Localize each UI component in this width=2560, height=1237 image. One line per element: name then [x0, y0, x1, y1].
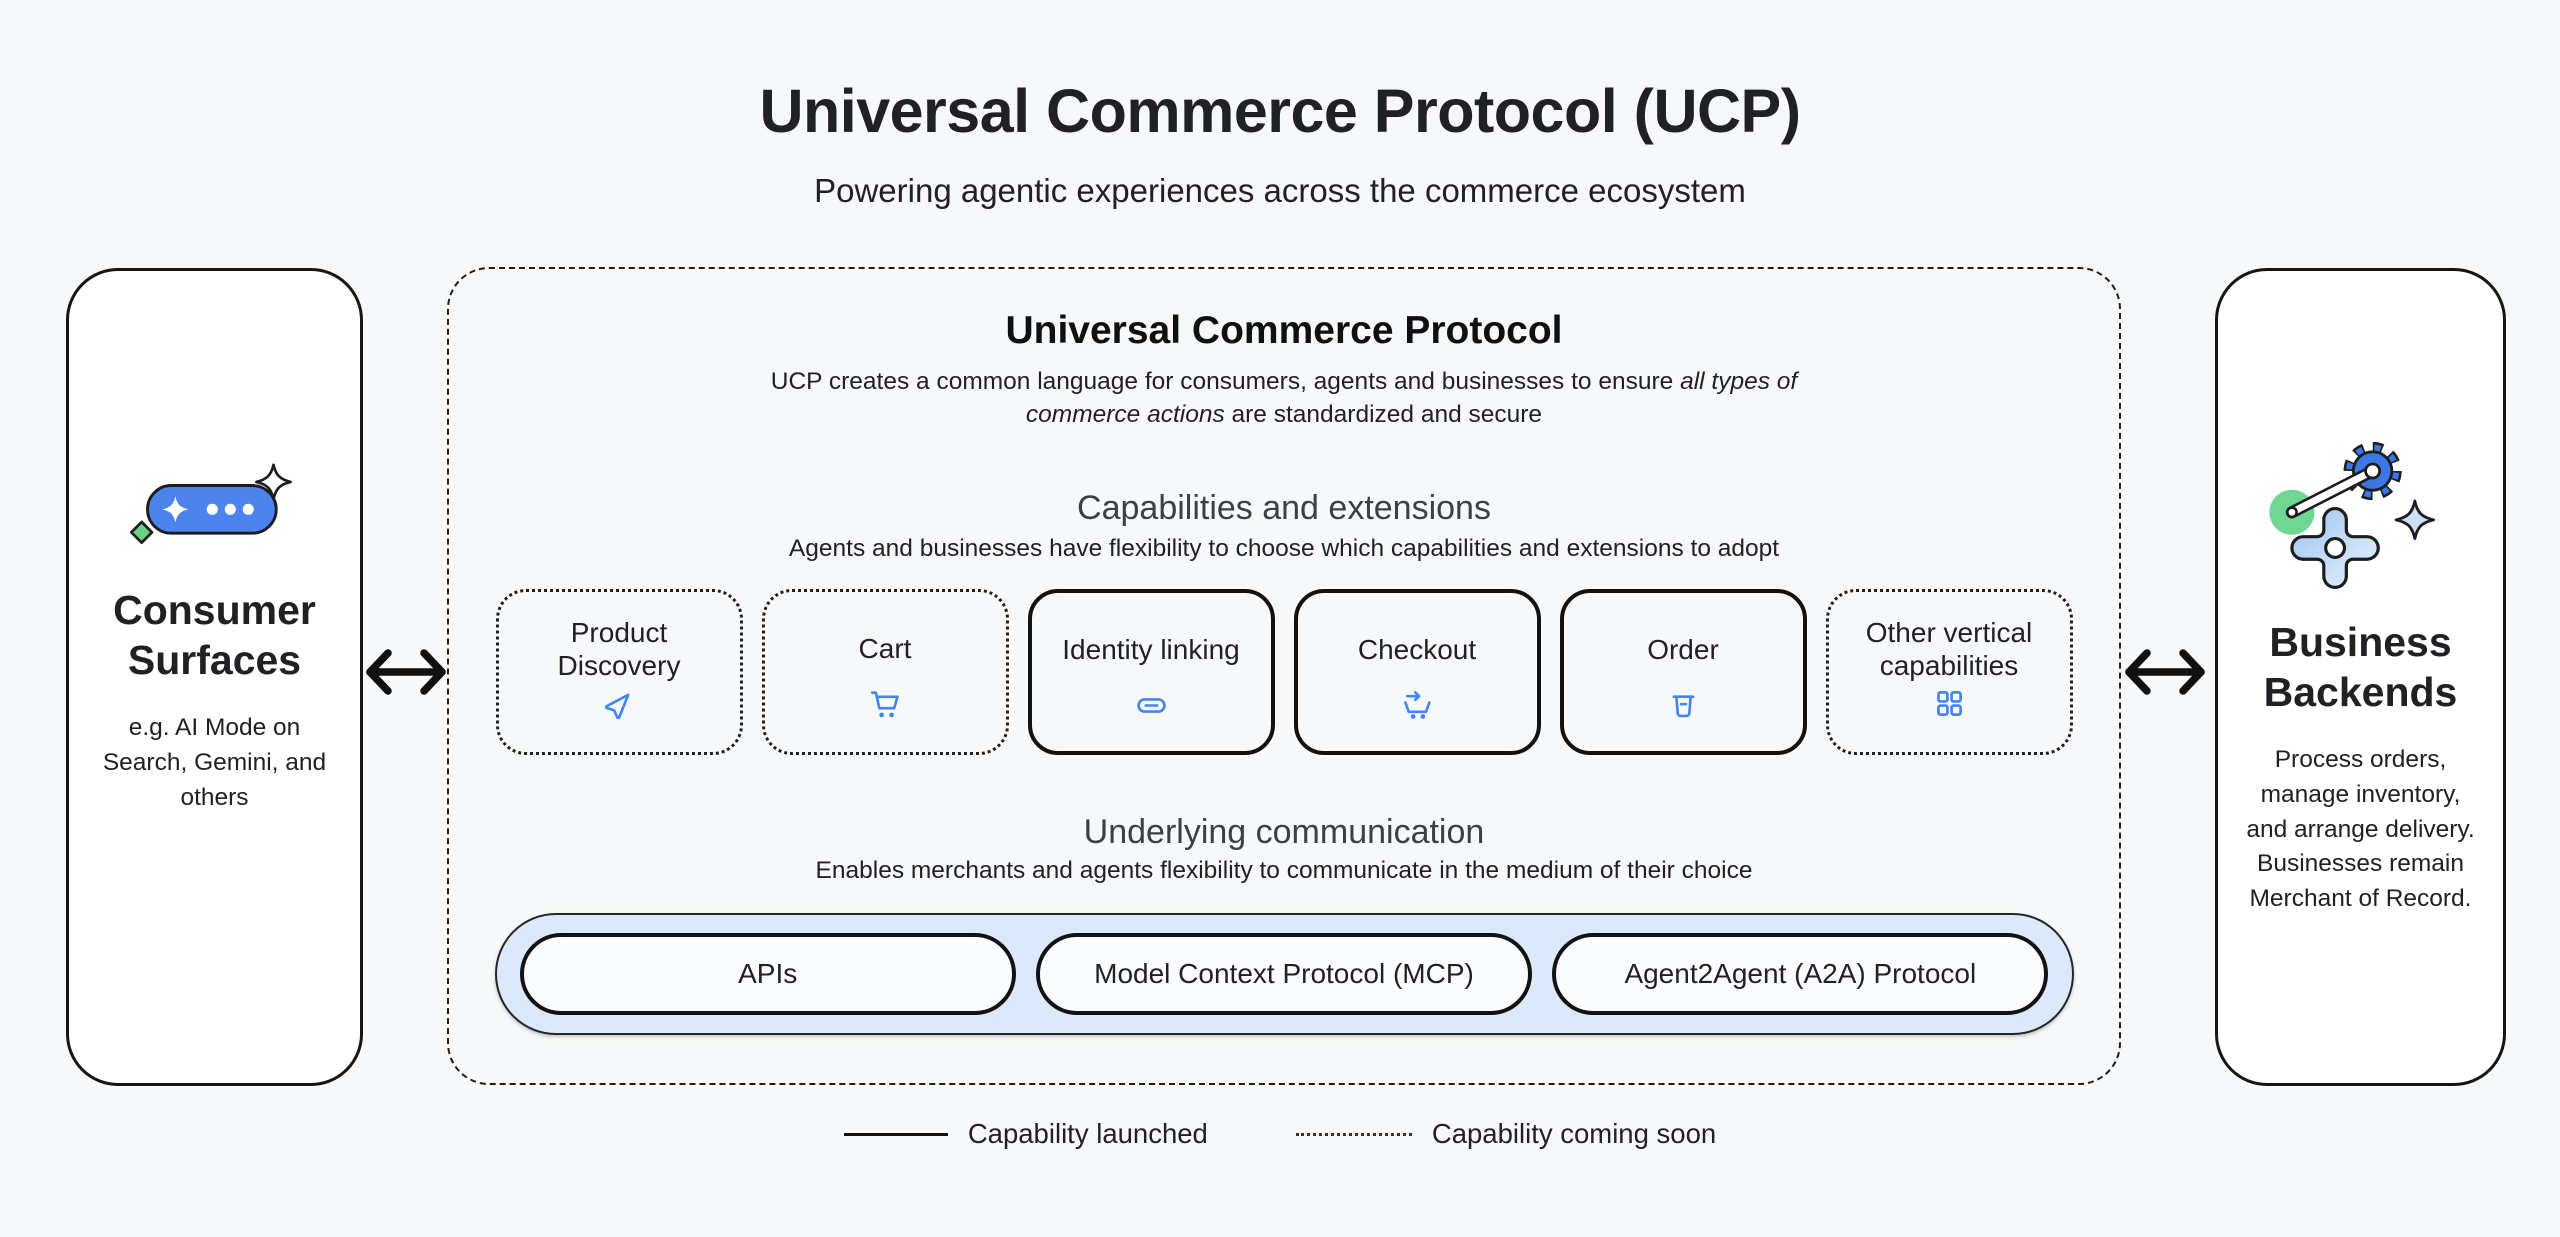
ucp-description-suffix: are standardized and secure	[1224, 401, 1543, 429]
capability-checkout: Checkout	[1293, 589, 1541, 755]
solid-line-key	[843, 1132, 948, 1136]
legend-launched-label: Capability launched	[967, 1118, 1208, 1149]
capability-label: Order	[1647, 634, 1719, 666]
legend-coming-soon-label: Capability coming soon	[1431, 1118, 1717, 1149]
ucp-box-description: UCP creates a common language for consum…	[754, 365, 1814, 432]
capability-label: Other vertical capabilities	[1865, 616, 2033, 681]
capability-cart: Cart	[761, 589, 1009, 755]
shopping-cart-icon	[870, 691, 899, 718]
capabilities-section-subtitle: Agents and businesses have flexibility t…	[788, 535, 1780, 562]
protocol-a2a: Agent2Agent (A2A) Protocol	[1552, 933, 2049, 1015]
capability-label: Product Discovery	[557, 616, 681, 681]
page-title: Universal Commerce Protocol (UCP)	[759, 77, 1801, 145]
consumer-surfaces-card: Consumer Surfaces e.g. AI Mode on Search…	[66, 268, 363, 1086]
capability-label: Cart	[858, 633, 912, 665]
capability-label: Identity linking	[1062, 634, 1240, 666]
capability-order: Order	[1559, 589, 1807, 755]
communication-section-title: Underlying communication	[1083, 813, 1485, 851]
capabilities-row: Product Discovery Cart Identity linking	[449, 589, 2119, 755]
ucp-description-prefix: UCP creates a common language for consum…	[770, 368, 1681, 395]
ucp-box-title: Universal Commerce Protocol	[1005, 309, 1563, 352]
double-arrow-icon	[366, 649, 446, 695]
ai-conversation-pill-icon	[129, 463, 292, 544]
dotted-line-key	[1295, 1132, 1412, 1136]
legend: Capability launched Capability coming so…	[0, 1118, 2560, 1150]
consumer-card-title: Consumer Surfaces	[113, 587, 316, 684]
send-icon	[604, 693, 629, 720]
consumer-card-description: e.g. AI Mode on Search, Gemini, and othe…	[102, 714, 327, 811]
business-card-title: Business Backends	[2263, 619, 2458, 716]
capability-product-discovery: Product Discovery	[495, 589, 743, 755]
legend-item-coming-soon: Capability coming soon	[1295, 1118, 1717, 1150]
ucp-description-italic: all types of commerce actions	[1025, 368, 1798, 429]
page-subtitle: Powering agentic experiences across the …	[814, 172, 1746, 209]
link-icon	[1136, 698, 1166, 713]
capability-identity-linking: Identity linking	[1027, 589, 1275, 755]
grid-icon	[1936, 691, 1962, 716]
double-arrow-icon	[2125, 649, 2205, 695]
cart-checkout-icon	[1403, 691, 1431, 719]
communication-section-subtitle: Enables merchants and agents flexibility…	[815, 857, 1753, 884]
gears-automation-icon	[2269, 441, 2436, 589]
ucp-protocol-box: Universal Commerce Protocol UCP creates …	[447, 267, 2121, 1085]
capability-other-vertical: Other vertical capabilities	[1825, 589, 2073, 755]
capabilities-section-title: Capabilities and extensions	[1077, 489, 1491, 527]
protocol-apis: APIs	[519, 933, 1016, 1015]
business-card-description: Process orders, manage inventory, and ar…	[2246, 746, 2475, 913]
legend-item-launched: Capability launched	[843, 1118, 1208, 1150]
order-box-icon	[1672, 695, 1694, 718]
protocols-band: APIs Model Context Protocol (MCP) Agent2…	[494, 913, 2074, 1035]
business-backends-card: Business Backends Process orders, manage…	[2215, 268, 2506, 1086]
capability-label: Checkout	[1357, 634, 1477, 666]
protocol-mcp: Model Context Protocol (MCP)	[1035, 933, 1533, 1015]
